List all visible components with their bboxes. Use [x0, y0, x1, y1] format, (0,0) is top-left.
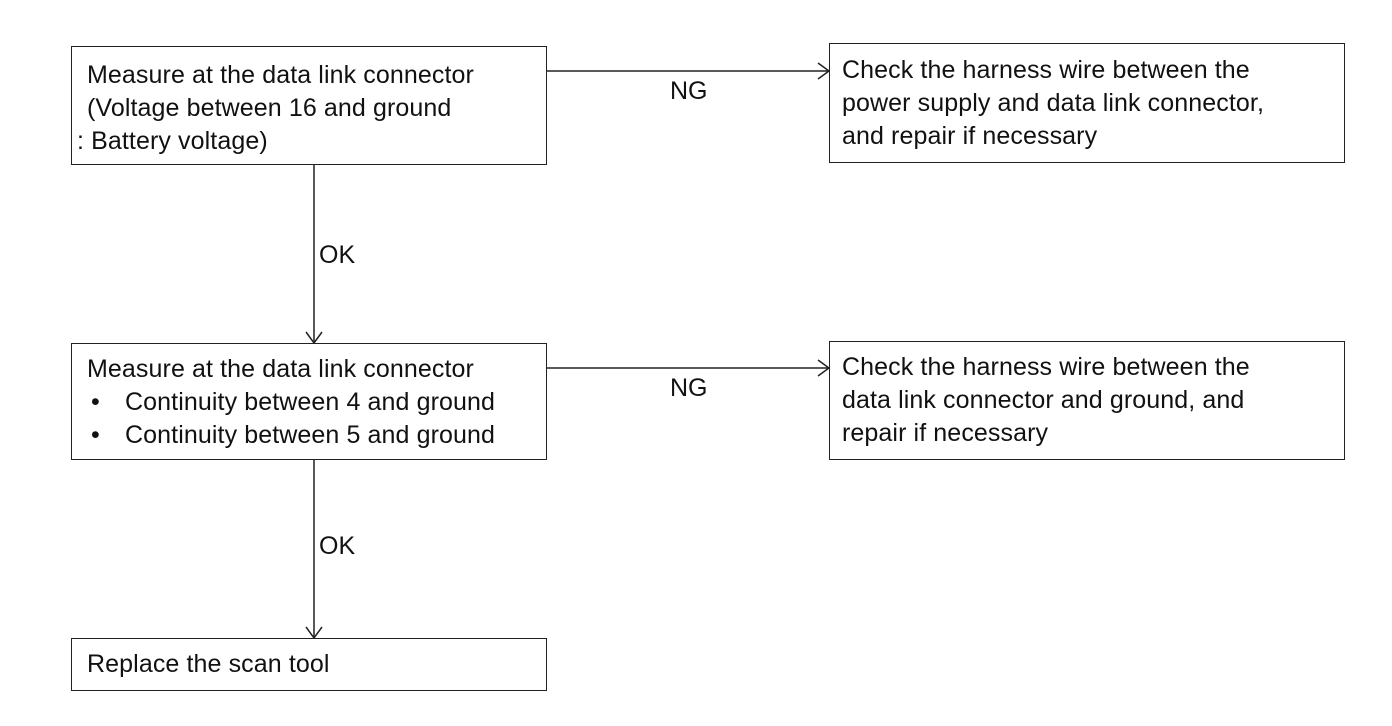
edge-label-continuity-ng: NG: [670, 374, 708, 402]
edge-label-continuity-ok: OK: [319, 532, 356, 560]
node-check-power-harness-line-3: and repair if necessary: [842, 122, 1098, 150]
node-check-power-harness-line-2: power supply and data link connector,: [842, 89, 1265, 117]
node-measure-voltage-line-1: Measure at the data link connector: [87, 61, 474, 89]
node-check-ground-harness-line-1: Check the harness wire between the: [842, 353, 1250, 381]
node-measure-voltage: Measure at the data link connector (Volt…: [71, 46, 547, 165]
edge-label-voltage-ok: OK: [319, 241, 356, 269]
node-measure-continuity-item-2-text: Continuity between 5 and ground: [125, 421, 496, 449]
node-measure-continuity-title: Measure at the data link connector: [87, 355, 474, 383]
node-measure-continuity-item-1: • Continuity between 4 and ground: [87, 386, 532, 419]
node-measure-continuity-item-2: • Continuity between 5 and ground: [87, 419, 532, 452]
node-measure-voltage-line-2: (Voltage between 16 and ground: [87, 94, 452, 122]
node-replace-scan-tool: Replace the scan tool: [71, 638, 547, 691]
node-check-ground-harness: Check the harness wire between the data …: [829, 341, 1345, 460]
node-check-power-harness: Check the harness wire between the power…: [829, 43, 1345, 163]
node-measure-voltage-line-3: : Battery voltage): [77, 127, 268, 155]
bullet-icon: •: [91, 421, 100, 449]
node-measure-continuity-item-1-text: Continuity between 4 and ground: [125, 388, 496, 416]
node-check-ground-harness-line-2: data link connector and ground, and: [842, 386, 1245, 414]
node-check-power-harness-line-1: Check the harness wire between the: [842, 56, 1250, 84]
bullet-icon: •: [91, 388, 100, 416]
node-replace-scan-tool-line-1: Replace the scan tool: [87, 650, 330, 678]
node-check-ground-harness-line-3: repair if necessary: [842, 419, 1049, 447]
edge-label-voltage-ng: NG: [670, 77, 708, 105]
node-measure-continuity: Measure at the data link connector • Cont…: [71, 343, 547, 460]
